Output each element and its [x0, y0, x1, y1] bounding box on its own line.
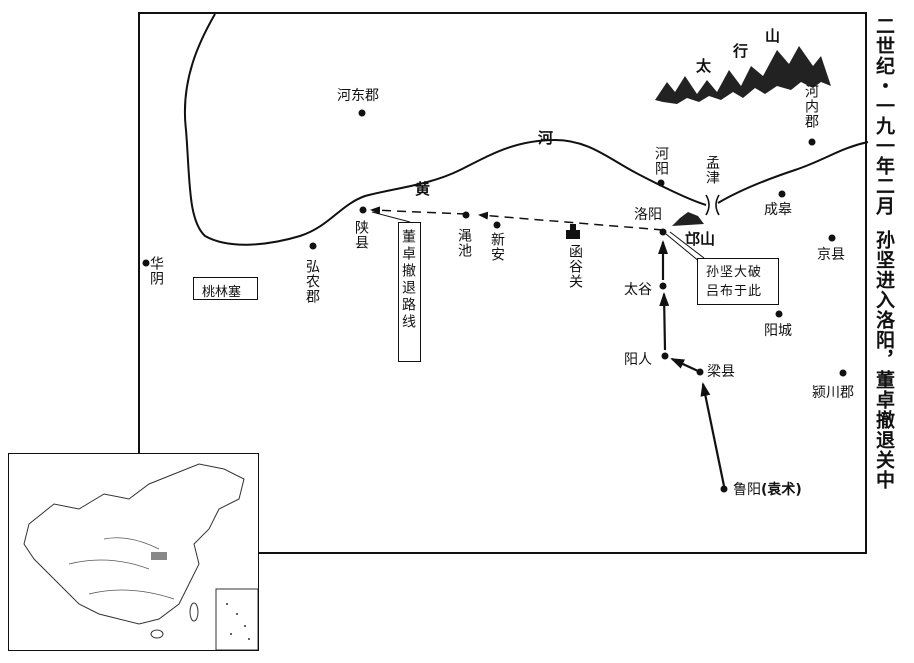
mangshan-label: 邙山 [685, 230, 716, 248]
dongzhuo-retreat-route [478, 211, 664, 231]
city-dots [142, 109, 847, 493]
taihang-label-1: 太 [696, 57, 712, 75]
luyang-name: 鲁阳 [733, 482, 761, 498]
mangshan-icon [672, 212, 704, 226]
victory-line-1: 孙坚大破 [706, 265, 763, 280]
place-liangxian: 梁县 [707, 364, 735, 380]
sunjian-route [658, 240, 726, 487]
place-hedong: 河东郡 [337, 88, 379, 104]
mengjin-ford-icon [705, 194, 720, 216]
place-yingchuan: 颍川郡 [812, 385, 854, 401]
place-yangren: 阳人 [624, 352, 652, 368]
title-date: 二世纪・一九一年二月 [873, 16, 895, 216]
map-title: 二世纪・一九一年二月孙坚进入洛阳，董卓撤退关中 [872, 16, 896, 490]
retreat-route-callout: 董卓撤退路线 [398, 222, 421, 362]
place-xinan: 新安 [489, 232, 505, 262]
place-taolinsai: 桃林塞 [193, 277, 258, 300]
region-highlight [151, 552, 167, 560]
place-taigu: 太谷 [624, 282, 652, 298]
china-locator-inset [8, 453, 259, 651]
place-henei: 河内郡 [803, 84, 819, 129]
taihang-label-2: 行 [733, 42, 749, 60]
title-event: 孙坚进入洛阳，董卓撤退关中 [873, 230, 895, 490]
yellow-river [184, 13, 869, 246]
victory-line-2: 吕布于此 [706, 284, 763, 299]
place-hanguguan: 函谷关 [567, 244, 583, 289]
place-luoyang: 洛阳 [634, 207, 662, 223]
place-jingxian: 京县 [817, 247, 845, 263]
place-shanxian: 陕县 [353, 220, 369, 250]
china-outline-icon [23, 463, 259, 651]
place-mengjin: 孟津 [704, 155, 720, 185]
place-chenggao: 成皋 [764, 202, 792, 218]
place-luyang: 鲁阳(袁术) [733, 483, 802, 498]
river-label-he: 河 [538, 129, 554, 147]
taihang-label-3: 山 [765, 27, 781, 45]
place-yangcheng: 阳城 [764, 323, 792, 339]
place-huayin: 华阴 [148, 256, 164, 286]
place-hongnong: 弘农郡 [304, 259, 320, 304]
hanguguan-icon [566, 224, 580, 239]
place-heyang: 河阳 [653, 146, 669, 176]
yuanshu-name: (袁术) [761, 482, 802, 498]
map-frame [138, 12, 867, 554]
victory-callout: 孙坚大破 吕布于此 [697, 258, 779, 305]
place-mianchi: 渑池 [456, 228, 472, 258]
taihang-mountains-icon [655, 46, 831, 104]
river-label-huang: 黄 [415, 180, 431, 198]
